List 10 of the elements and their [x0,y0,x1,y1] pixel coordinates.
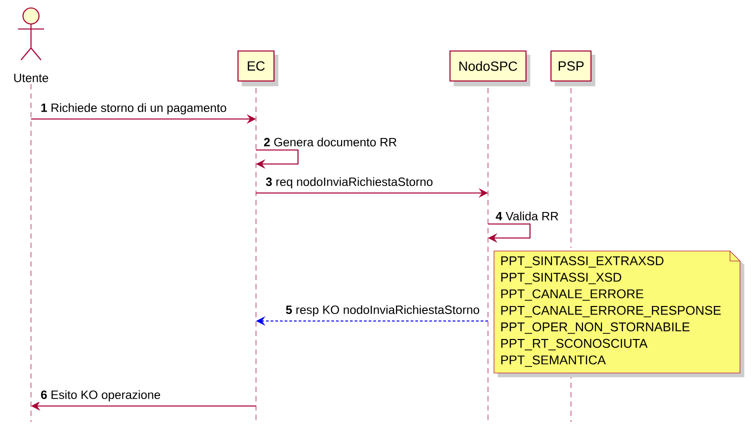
edge-label: 4 Valida RR [496,212,558,220]
message-arrow [256,149,299,169]
edge-label: 1 Richiede storno di un pagamento [39,102,228,116]
edge-label: 6 Esito KO operazione [39,388,162,403]
edge-label: 5 resp KO nodoInviaRichiestaStorno [284,304,482,318]
edge-label: 2 Genera documento RR [264,138,396,146]
edge-label: 3 req nodoInviaRichiestaStorno [264,176,434,190]
message-arrow [488,223,531,243]
note: PPT_SINTASSI_EXTRAXSD PPT_SINTASSI_XSD PPT_CANALE_ERRORE PPT_CANALE_ERRORE_RESPONSE PPT_OPER_NON_STORNABILE PPT_RT_SCONOSCIUTA PPT_SEMANTICA [494,250,744,378]
actor: Utente [14,7,48,82]
